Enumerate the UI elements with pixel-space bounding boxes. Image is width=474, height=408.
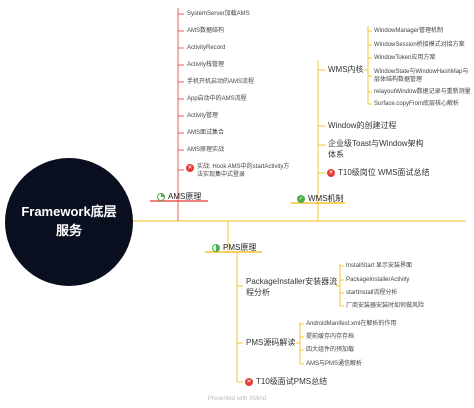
wms-interview-item[interactable]: ✕ T10级岗位 WMS面试总结 xyxy=(327,169,430,177)
ams-item-4[interactable]: 手机开机启动的AMS流程 xyxy=(187,79,255,85)
pms-installer-line2: 程分析 xyxy=(246,288,270,297)
wms-core-item-5[interactable]: Surface.copyFrom底层核心解析 xyxy=(374,101,460,107)
wms-core-item-1[interactable]: WindowSession桥接模式对接方案 xyxy=(374,42,465,48)
wms-toast-line2: 体系 xyxy=(328,150,344,159)
pms-source-item-0[interactable]: AndroidManifest.xml在解析的作用 xyxy=(306,321,397,327)
wms-toast-line1[interactable]: 企业级Toast与Window架构 xyxy=(328,139,424,148)
wms-branch-title[interactable]: ✓ WMS机制 xyxy=(297,193,344,204)
pms-installer-item-1[interactable]: PackageInstallerActivity xyxy=(346,277,410,283)
root-title-line1: Framework底层 xyxy=(21,204,117,220)
ams-item-3[interactable]: Activity栈管理 xyxy=(187,62,225,68)
pms-source-item-1[interactable]: 提前缓存内存存档 xyxy=(306,334,355,340)
pms-installer-item-3[interactable]: 厂商安装器安装时如何做风险 xyxy=(346,303,425,309)
pms-installer-item-0[interactable]: InstallStart 显示安装界面 xyxy=(346,263,413,269)
pms-installer-line1[interactable]: PackageInstaller安装器流 xyxy=(246,277,338,286)
wms-interview-label: T10级岗位 WMS面试总结 xyxy=(338,168,430,177)
wms-connectors xyxy=(291,26,372,221)
wms-core-item-3-cont: 层体结构数据管理 xyxy=(374,77,423,83)
close-circle-icon: ✕ xyxy=(186,164,194,172)
pms-installer-item-2[interactable]: startInstall流程分析 xyxy=(346,290,398,296)
close-circle-icon: ✕ xyxy=(327,169,335,177)
ams-item-0[interactable]: SystemServer加载AMS xyxy=(187,11,250,17)
ams-item-7[interactable]: AMS面试集合 xyxy=(187,130,225,136)
wms-core-item-4[interactable]: relayoutWindow数据记录与重新测量 xyxy=(374,89,471,95)
pms-connectors xyxy=(205,221,344,383)
half-circle-icon xyxy=(212,243,220,252)
check-circle-icon: ✓ xyxy=(297,194,305,203)
ams-branch-title[interactable]: AMS原理 xyxy=(157,191,201,202)
ams-connectors xyxy=(150,8,208,221)
ams-item-5[interactable]: App启动中的AMS流程 xyxy=(187,96,247,102)
wms-core-label[interactable]: WMS内核 xyxy=(328,65,364,74)
pms-interview-label: T10级面试PMS总结 xyxy=(256,377,328,386)
pms-branch-title[interactable]: PMS原理 xyxy=(212,242,256,253)
pms-source-item-3[interactable]: AMS与PMS通信解析 xyxy=(306,361,363,367)
pms-title-label: PMS原理 xyxy=(223,243,257,252)
pms-source-label[interactable]: PMS源码解读 xyxy=(246,338,296,347)
progress-pie-icon xyxy=(157,192,165,201)
root-node[interactable]: Framework底层 服务 xyxy=(5,158,133,286)
wms-creation-label[interactable]: Window的创建过程 xyxy=(328,121,397,130)
wms-core-item-0[interactable]: WindowManager管理机制 xyxy=(374,28,444,34)
xmind-watermark: Presented with XMind xyxy=(207,396,267,402)
ams-item-1[interactable]: AMS数据结构 xyxy=(187,28,225,34)
ams-practice-line1: 实战: Hook AMS中的startActivity方 xyxy=(197,164,290,170)
wms-core-item-3[interactable]: WindowState与WindowHashMap与 xyxy=(374,69,469,75)
pms-interview-item[interactable]: ✕ T10级面试PMS总结 xyxy=(245,378,327,386)
ams-item-6[interactable]: Activity管理 xyxy=(187,113,219,119)
wms-title-label: WMS机制 xyxy=(308,194,344,203)
ams-item-2[interactable]: ActivityRecord xyxy=(187,45,226,51)
root-title-line2: 服务 xyxy=(55,223,82,238)
ams-practice-line2: 法实现集中式登录 xyxy=(197,172,246,178)
wms-core-item-2[interactable]: WindowToken应用方案 xyxy=(374,55,436,61)
ams-title-label: AMS原理 xyxy=(168,192,202,201)
ams-practice-item[interactable]: ✕ 实战: Hook AMS中的startActivity方 法实现集中式登录 xyxy=(186,164,289,178)
pms-source-item-2[interactable]: 四大组件的预加载 xyxy=(306,347,355,353)
ams-item-8[interactable]: AMS原理实战 xyxy=(187,147,225,153)
close-circle-icon: ✕ xyxy=(245,378,253,386)
